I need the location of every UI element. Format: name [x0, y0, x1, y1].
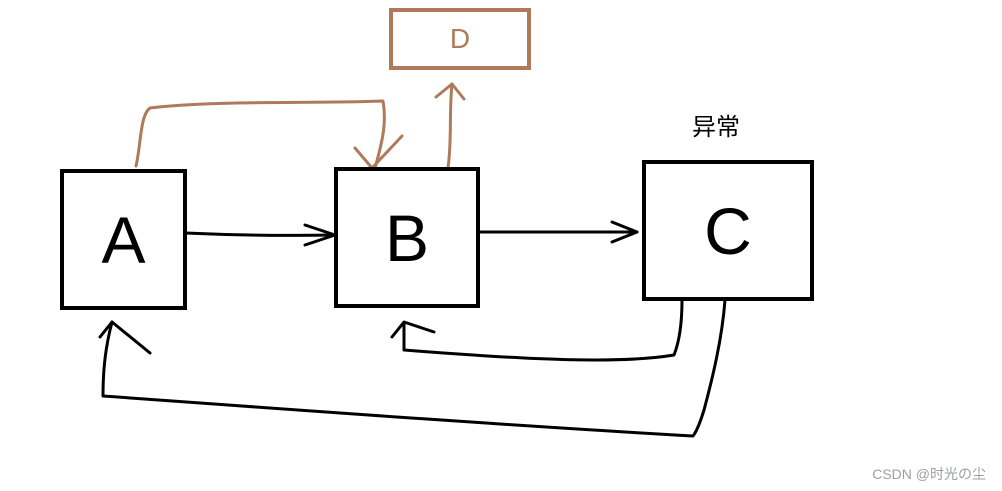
edge-c-to-a [101, 298, 727, 438]
node-b-label: B [384, 200, 430, 275]
arrowhead-b-to-c [610, 220, 639, 244]
edge-b-to-d [446, 82, 454, 170]
node-a-label: A [101, 202, 146, 277]
node-d-label: D [449, 23, 471, 54]
node-c-label: C [704, 193, 752, 268]
watermark: CSDN @时光の尘 [872, 466, 986, 482]
arrowhead-c-to-a [98, 320, 152, 355]
node-d: D [389, 8, 531, 70]
edge-c-to-b [402, 298, 684, 362]
node-c: C [642, 160, 814, 301]
edge-a-to-b [183, 231, 337, 237]
arrowhead-b-to-d [434, 82, 466, 101]
exception-label: 异常 [692, 113, 740, 141]
arrowhead-c-to-b [390, 320, 436, 339]
node-b: B [334, 167, 480, 308]
node-a: A [60, 169, 187, 310]
edge-a-to-b-upper [134, 99, 386, 170]
